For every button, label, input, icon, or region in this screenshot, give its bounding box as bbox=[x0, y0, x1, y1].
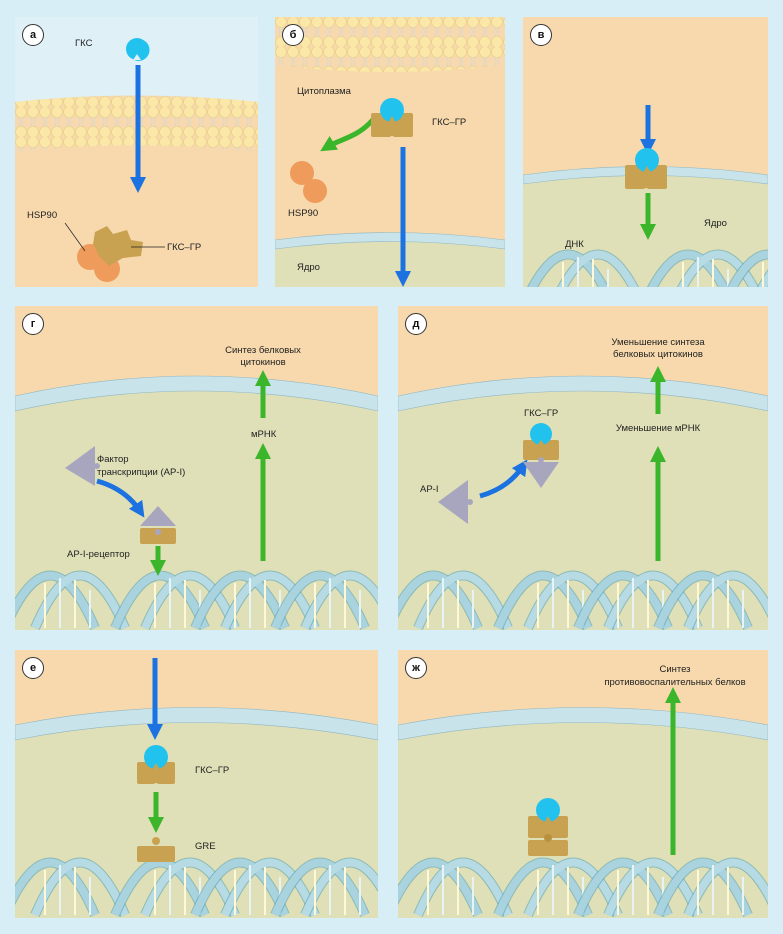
label-cytoplasm: Цитоплазма bbox=[297, 86, 351, 97]
hormone-glucocorticoid bbox=[635, 148, 659, 172]
panel-badge: е bbox=[22, 657, 44, 679]
arrow-blue-curved bbox=[479, 459, 528, 499]
hormone-glucocorticoid bbox=[144, 745, 168, 769]
label-hormone: ГКС bbox=[75, 38, 93, 49]
ap1-factor bbox=[438, 480, 468, 524]
label-mrna: мРНК bbox=[251, 429, 277, 440]
panel-d-illustration bbox=[398, 306, 768, 630]
panel-badge: а bbox=[22, 24, 44, 46]
panel-badge: д bbox=[405, 313, 427, 335]
receptor-complex bbox=[93, 226, 143, 266]
panel-d: д Уменьшение синтеза белковых цитокинов … bbox=[398, 306, 768, 630]
label-dna: ДНК bbox=[565, 239, 584, 250]
panel-g-illustration bbox=[15, 306, 378, 630]
hsp90-protein bbox=[290, 161, 314, 185]
panel-zh: ж Синтез противовоспалительных белков bbox=[398, 650, 768, 918]
hsp90-leader-line bbox=[64, 222, 86, 252]
label-factor-line1: Фактор bbox=[97, 454, 129, 465]
label-mrna-reduction: Уменьшение мРНК bbox=[615, 423, 701, 434]
nuclear-membrane bbox=[275, 232, 505, 250]
panel-g: г Синтез белковых цитокинов мРНК Фактор … bbox=[15, 306, 378, 630]
label-complex: ГКС–ГР bbox=[195, 765, 230, 776]
panel-badge: г bbox=[22, 313, 44, 335]
receptor-complex bbox=[137, 762, 175, 784]
hormone-glucocorticoid bbox=[536, 798, 560, 822]
label-synthesis-line1: Синтез белковых bbox=[225, 345, 301, 356]
receptor-complex bbox=[625, 165, 667, 189]
receptor-complex bbox=[528, 816, 568, 838]
label-complex: ГКС–ГР bbox=[167, 242, 202, 253]
ap1-factor bbox=[65, 446, 95, 486]
panel-badge: б bbox=[282, 24, 304, 46]
label-gre: GRE bbox=[195, 841, 216, 852]
panel-badge: в bbox=[530, 24, 552, 46]
panel-b-illustration bbox=[275, 17, 505, 287]
panel-b: б Цитоплазма ГКС–ГР HSP90 Ядро bbox=[275, 17, 505, 287]
nuclear-membrane bbox=[398, 375, 768, 412]
panel-zh-illustration bbox=[398, 650, 768, 918]
label-ap1: AP-I bbox=[420, 484, 439, 495]
label-hsp90: HSP90 bbox=[288, 208, 319, 219]
ap1-bound bbox=[140, 506, 176, 526]
panel-badge: ж bbox=[405, 657, 427, 679]
panel-e: е ГКС–ГР GRE bbox=[15, 650, 378, 918]
label-complex: ГКС–ГР bbox=[524, 408, 559, 419]
nuclear-membrane bbox=[15, 375, 378, 412]
gre-element bbox=[137, 846, 175, 862]
ap1-bound bbox=[523, 462, 559, 488]
receptor-complex bbox=[371, 113, 413, 137]
panel-e-illustration bbox=[15, 650, 378, 918]
gre-element bbox=[528, 840, 568, 856]
label-hsp90: HSP90 bbox=[27, 210, 58, 221]
hormone-glucocorticoid bbox=[380, 98, 404, 122]
label-reduction-line1: Уменьшение синтеза bbox=[611, 337, 705, 348]
panel-v-illustration bbox=[523, 17, 768, 287]
label-synthesis-line2: цитокинов bbox=[240, 357, 286, 368]
panel-v: в Ядро ДНК bbox=[523, 17, 768, 287]
nuclear-membrane bbox=[15, 707, 378, 741]
ap1-receptor bbox=[140, 528, 176, 544]
label-nucleus: Ядро bbox=[297, 262, 320, 273]
label-synthesis-line1: Синтез bbox=[659, 664, 691, 675]
label-synthesis-line2: противовоспалительных белков bbox=[604, 677, 746, 688]
cell-membrane bbox=[275, 17, 505, 72]
panel-a-illustration bbox=[15, 17, 258, 287]
label-factor-line2: транскрипции (AP-I) bbox=[97, 467, 186, 478]
label-receptor: AP-I-рецептор bbox=[67, 549, 130, 560]
label-complex: ГКС–ГР bbox=[432, 117, 467, 128]
panel-a: а ГКС HSP90 ГКС–ГР bbox=[15, 17, 258, 287]
label-reduction-line2: белковых цитокинов bbox=[613, 349, 703, 360]
arrow-blue-curved bbox=[96, 478, 145, 518]
hormone-glucocorticoid bbox=[530, 423, 552, 445]
receptor-complex bbox=[523, 440, 559, 460]
label-nucleus: Ядро bbox=[704, 218, 727, 229]
